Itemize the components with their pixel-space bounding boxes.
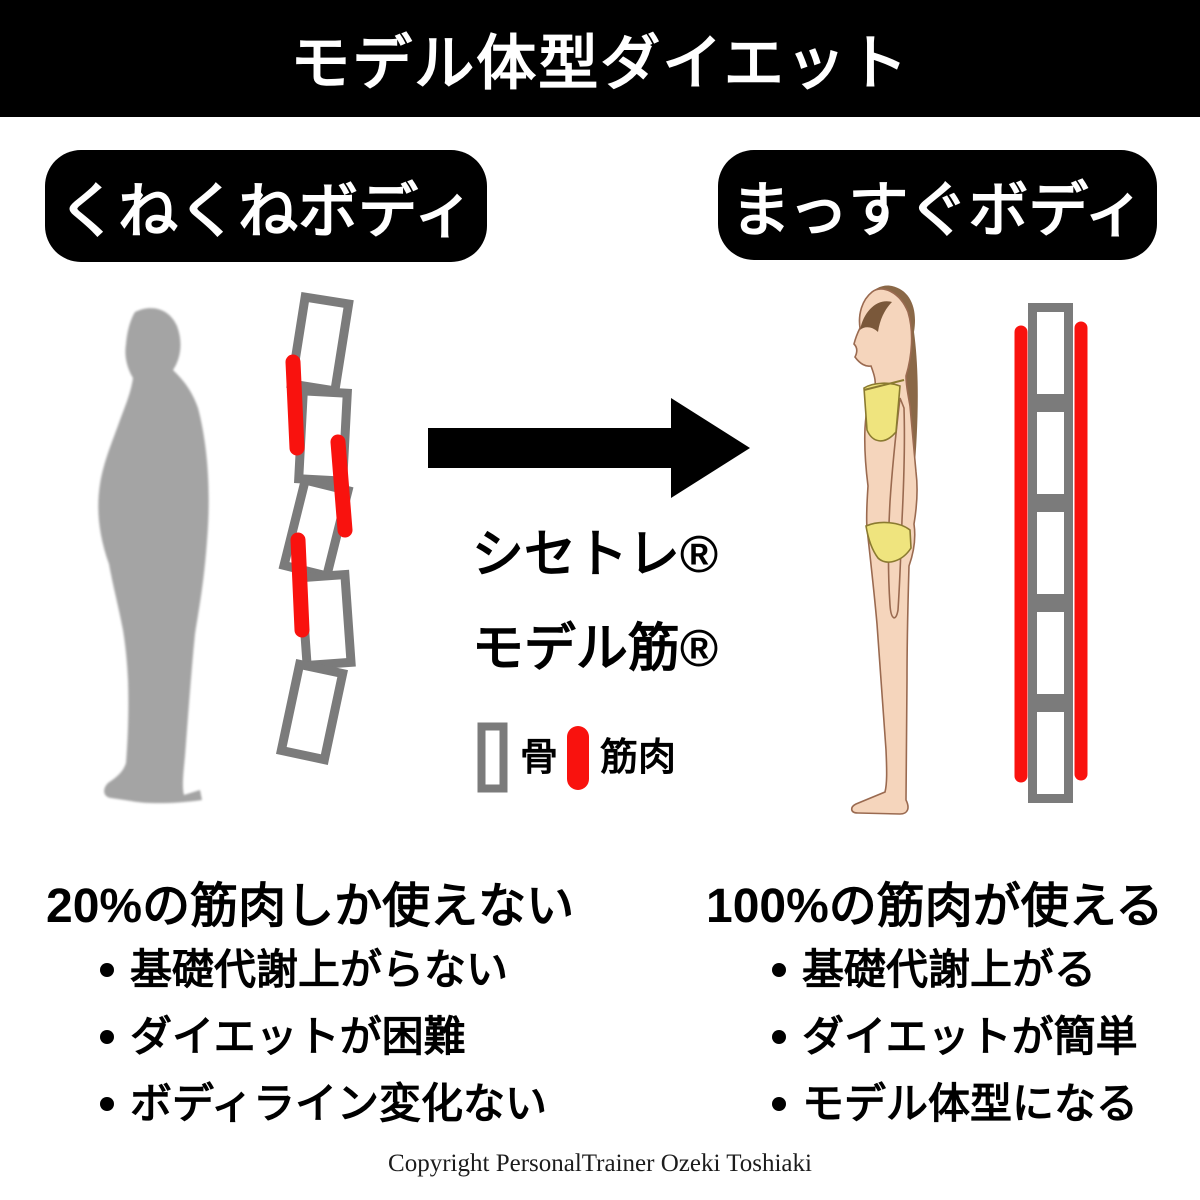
bullet-text: 基礎代謝上がる (802, 946, 1097, 993)
obese-silhouette-figure (98, 308, 209, 804)
bone-block (1028, 403, 1073, 503)
bullet-dot-icon (100, 1030, 114, 1044)
bullet-text: ダイエットが簡単 (802, 1013, 1138, 1060)
model-figure (850, 285, 918, 815)
list-item: ボディライン変化ない (100, 1078, 547, 1130)
bullet-dot-icon (772, 1030, 786, 1044)
method-name-2: モデル筋® (471, 620, 719, 678)
left-panel-bullets: 基礎代謝上がらない ダイエットが困難 ボディライン変化ない (100, 944, 547, 1130)
muscle-swatch-icon (567, 725, 590, 790)
bone-swatch-icon (477, 722, 508, 793)
bullet-dot-icon (100, 1097, 114, 1111)
bone-block (1028, 503, 1073, 603)
list-item: 基礎代謝上がらない (100, 944, 547, 996)
bullet-text: ダイエットが困難 (130, 1013, 466, 1060)
crooked-spine-diagram (275, 291, 356, 765)
method-name-1: シセトレ® (471, 526, 719, 584)
label-kunekune-body-text: くねくねボディ (58, 177, 474, 245)
bone-block (1028, 603, 1073, 703)
muscle-segment (330, 434, 353, 538)
right-panel-heading: 100%の筋肉が使える (706, 880, 1164, 933)
bullet-dot-icon (772, 963, 786, 977)
page-title: モデル体型ダイエット (290, 30, 910, 97)
bullet-dot-icon (772, 1097, 786, 1111)
right-panel-bullets: 基礎代謝上がる ダイエットが簡単 モデル体型になる (772, 944, 1138, 1130)
list-item: 基礎代謝上がる (772, 944, 1138, 996)
list-item: ダイエットが簡単 (772, 1011, 1138, 1063)
list-item: モデル体型になる (772, 1078, 1138, 1130)
muscle-segment (285, 354, 305, 456)
bullet-text: モデル体型になる (802, 1080, 1139, 1127)
bullet-dot-icon (100, 963, 114, 977)
label-massugu-body-text: まっすぐボディ (730, 176, 1145, 244)
bone-block (1028, 303, 1073, 403)
bone-block (275, 659, 349, 765)
bullet-text: ボディライン変化ない (130, 1080, 548, 1127)
bullet-text: 基礎代謝上がらない (130, 946, 509, 993)
muscle-segment (290, 532, 310, 638)
bone-block (1028, 703, 1073, 803)
list-item: ダイエットが困難 (100, 1011, 547, 1063)
copyright-text: Copyright PersonalTrainer Ozeki Toshiaki (388, 1150, 812, 1177)
title-banner: モデル体型ダイエット (0, 0, 1200, 117)
left-panel-heading: 20%の筋肉しか使えない (46, 880, 575, 933)
label-kunekune-body: くねくねボディ (45, 150, 487, 262)
label-massugu-body: まっすぐボディ (718, 150, 1157, 260)
legend-bone-label: 骨 (520, 736, 559, 779)
transform-arrow-icon (428, 398, 750, 498)
legend: 骨 筋肉 (477, 722, 676, 793)
straight-spine-diagram (1014, 303, 1088, 803)
legend-muscle-label: 筋肉 (600, 736, 677, 779)
